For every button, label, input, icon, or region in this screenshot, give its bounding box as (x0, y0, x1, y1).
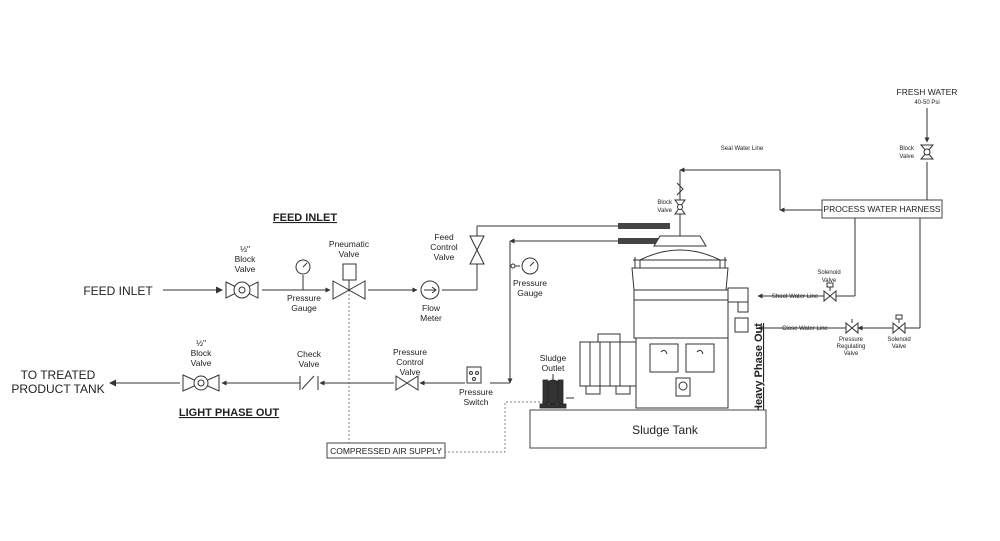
pressure-gauge-1 (295, 259, 311, 290)
solenoid-valve-shoot[interactable] (823, 282, 837, 303)
process-water-harness-label: PROCESS WATER HARNESS (823, 204, 940, 214)
solenoid-valve-bot-label-2: Valve (892, 344, 907, 350)
pressure-regulating-valve[interactable] (845, 319, 859, 335)
check-valve-label-2: Valve (299, 359, 320, 369)
pressure-reg-label-2: Regulating (837, 344, 866, 350)
block-valve-seal-label-2: Valve (657, 208, 672, 214)
block-valve-feed-label-3: Valve (235, 264, 256, 274)
sludge-tank-label: Sludge Tank (632, 423, 699, 437)
sludge-outlet-pump (539, 374, 574, 409)
pneumatic-valve-label-2: Valve (339, 249, 360, 259)
fresh-water-psi-label: 40-50 Psi (914, 100, 939, 106)
feed-control-label-3: Valve (434, 252, 455, 262)
shoot-water-line-label: Shoot Water Line (772, 294, 819, 300)
block-valve-light-label-2: Block (191, 348, 213, 358)
pressure-control-valve[interactable] (395, 375, 419, 391)
heavy-phase-out-label: Heavy Phase Out (753, 323, 765, 413)
piping (109, 108, 930, 453)
block-valve-top-label-2: Valve (899, 154, 914, 160)
to-treated-label-1: TO TREATED (21, 368, 96, 382)
feed-control-valve[interactable] (469, 235, 485, 265)
seal-water-block-valve[interactable] (674, 182, 686, 215)
flow-meter-label-1: Flow (422, 303, 441, 313)
check-valve-label-1: Check (297, 349, 322, 359)
pressure-reg-label-1: Pressure (839, 337, 864, 343)
pressure-gauge-1-label-2: Gauge (291, 303, 317, 313)
feed-block-valve[interactable] (225, 281, 259, 299)
close-water-line-label: Close Water Line (782, 326, 828, 332)
seal-water-line-label: Seal Water Line (721, 146, 764, 152)
pressure-gauge-2-label-2: Gauge (517, 288, 543, 298)
block-valve-seal-label-1: Block (657, 200, 673, 206)
feed-inlet-heading: FEED INLET (273, 212, 337, 224)
centrifuge (579, 223, 749, 409)
fresh-water-label: FRESH WATER (897, 87, 958, 97)
feed-inlet-line-label: FEED INLET (83, 284, 153, 298)
sludge-outlet-label-1: Sludge (540, 353, 567, 363)
pressure-control-label-3: Valve (400, 367, 421, 377)
pressure-gauge-2-label-1: Pressure (513, 278, 547, 288)
light-block-valve[interactable] (182, 374, 220, 392)
pressure-gauge-2 (510, 257, 539, 275)
pressure-control-label-1: Pressure (393, 347, 427, 357)
solenoid-valve-bot-label-1: Solenoid (887, 337, 910, 343)
pressure-gauge-1-label-1: Pressure (287, 293, 321, 303)
block-valve-light-label-3: Valve (191, 358, 212, 368)
flow-meter (420, 280, 440, 300)
solenoid-valve-close[interactable] (892, 314, 906, 335)
sludge-tank-box (529, 409, 767, 449)
solenoid-valve-top-label-1: Solenoid (817, 270, 840, 276)
block-valve-light-label-1: ½" (196, 338, 206, 348)
feed-control-label-2: Control (430, 242, 458, 252)
block-valve-top-label-1: Block (899, 146, 915, 152)
pressure-switch (466, 366, 482, 384)
process-water-harness-box (821, 199, 943, 219)
block-valve-feed-label-2: Block (235, 254, 257, 264)
pressure-reg-label-3: Valve (844, 351, 859, 357)
flow-meter-label-2: Meter (420, 313, 442, 323)
to-treated-label-2: PRODUCT TANK (11, 382, 104, 396)
pressure-switch-label-1: Pressure (459, 387, 493, 397)
pressure-switch-label-2: Switch (463, 397, 488, 407)
compressed-air-box (326, 442, 446, 459)
fresh-water-block-valve[interactable] (919, 144, 935, 160)
check-valve[interactable] (299, 375, 319, 390)
pneumatic-valve-label-1: Pneumatic (329, 239, 370, 249)
sludge-outlet-label-2: Outlet (542, 363, 565, 373)
solenoid-valve-top-label-2: Valve (822, 278, 837, 284)
pressure-control-label-2: Control (396, 357, 424, 367)
compressed-air-label: COMPRESSED AIR SUPPLY (330, 446, 442, 456)
block-valve-feed-label-1: ½" (240, 244, 250, 254)
pneumatic-valve[interactable] (332, 263, 366, 300)
feed-control-label-1: Feed (434, 232, 454, 242)
light-phase-out-heading: LIGHT PHASE OUT (179, 407, 280, 419)
